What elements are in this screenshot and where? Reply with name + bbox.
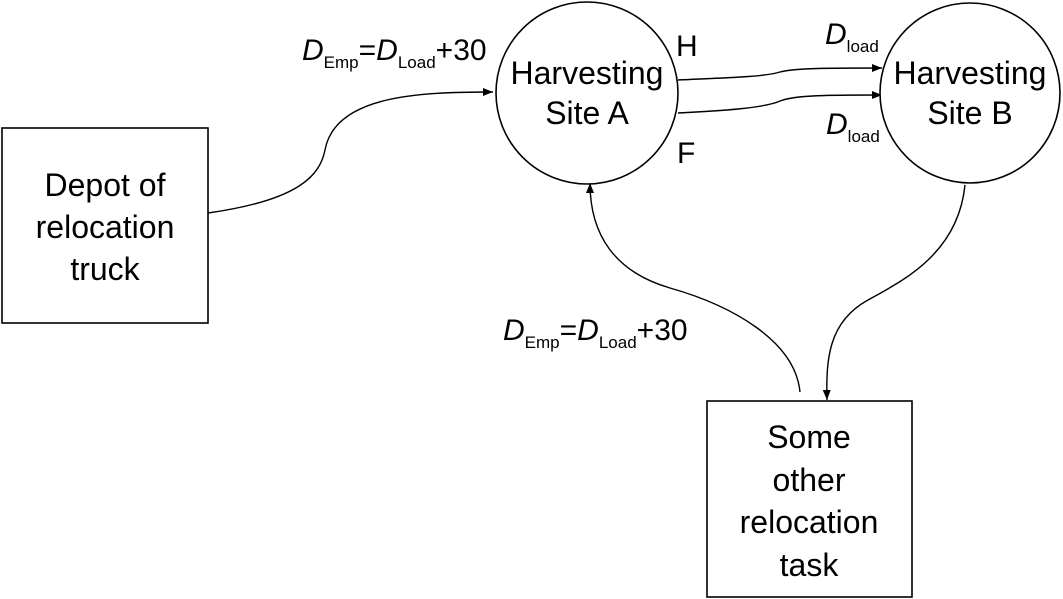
label-plus-30: +30 — [637, 314, 688, 347]
label-depot-to-site-a: DEmp=DLoad+30 — [302, 34, 487, 72]
depot-node: Depot of relocation truck — [1, 127, 209, 324]
label-d: D — [503, 314, 525, 347]
label-subscript: load — [847, 37, 879, 56]
label-a-to-b-bottom: Dload — [826, 108, 880, 146]
label-subscript: Emp — [324, 53, 359, 72]
label-d: D — [376, 34, 398, 67]
label-other-to-site-a: DEmp=DLoad+30 — [503, 314, 688, 352]
label-subscript: Load — [398, 53, 436, 72]
label-d: D — [577, 314, 599, 347]
depot-label-line-1: Depot of — [45, 167, 166, 203]
label-subscript: Load — [599, 333, 637, 352]
label-a-to-b-top: Dload — [825, 18, 879, 56]
label-equals: = — [560, 314, 578, 347]
label-equals: = — [359, 34, 377, 67]
depot-label-line-3: truck — [70, 251, 140, 287]
edge-site-a-to-site-b-top — [677, 64, 883, 81]
site-a-label-line-2: Site A — [545, 95, 629, 131]
mark-f: F — [677, 137, 695, 170]
edge-other-task-to-site-a — [586, 182, 801, 393]
edge-site-b-to-other-task — [822, 184, 966, 401]
label-subscript: load — [848, 127, 880, 146]
site-a-label-line-1: Harvesting — [511, 55, 664, 91]
other-task-label-line-3: relocation — [740, 504, 879, 540]
label-plus-30: +30 — [436, 34, 487, 67]
site-b-label-line-2: Site B — [927, 95, 1012, 131]
site-b-node: Harvesting Site B — [879, 2, 1061, 184]
label-d: D — [825, 18, 847, 51]
site-a-node: Harvesting Site A — [495, 1, 679, 185]
other-task-label-line-1: Some — [767, 419, 851, 455]
site-b-label-line-1: Harvesting — [894, 55, 1047, 91]
depot-label-line-2: relocation — [36, 209, 175, 245]
label-d: D — [826, 108, 848, 141]
edge-depot-to-site-a — [207, 88, 494, 214]
other-task-label-line-4: task — [780, 547, 840, 583]
label-subscript: Emp — [525, 333, 560, 352]
label-d: D — [302, 34, 324, 67]
other-task-label-line-2: other — [773, 462, 846, 498]
edge-site-a-to-site-b-bottom — [677, 91, 883, 114]
mark-h: H — [676, 30, 698, 63]
other-task-node: Some other relocation task — [706, 400, 913, 598]
